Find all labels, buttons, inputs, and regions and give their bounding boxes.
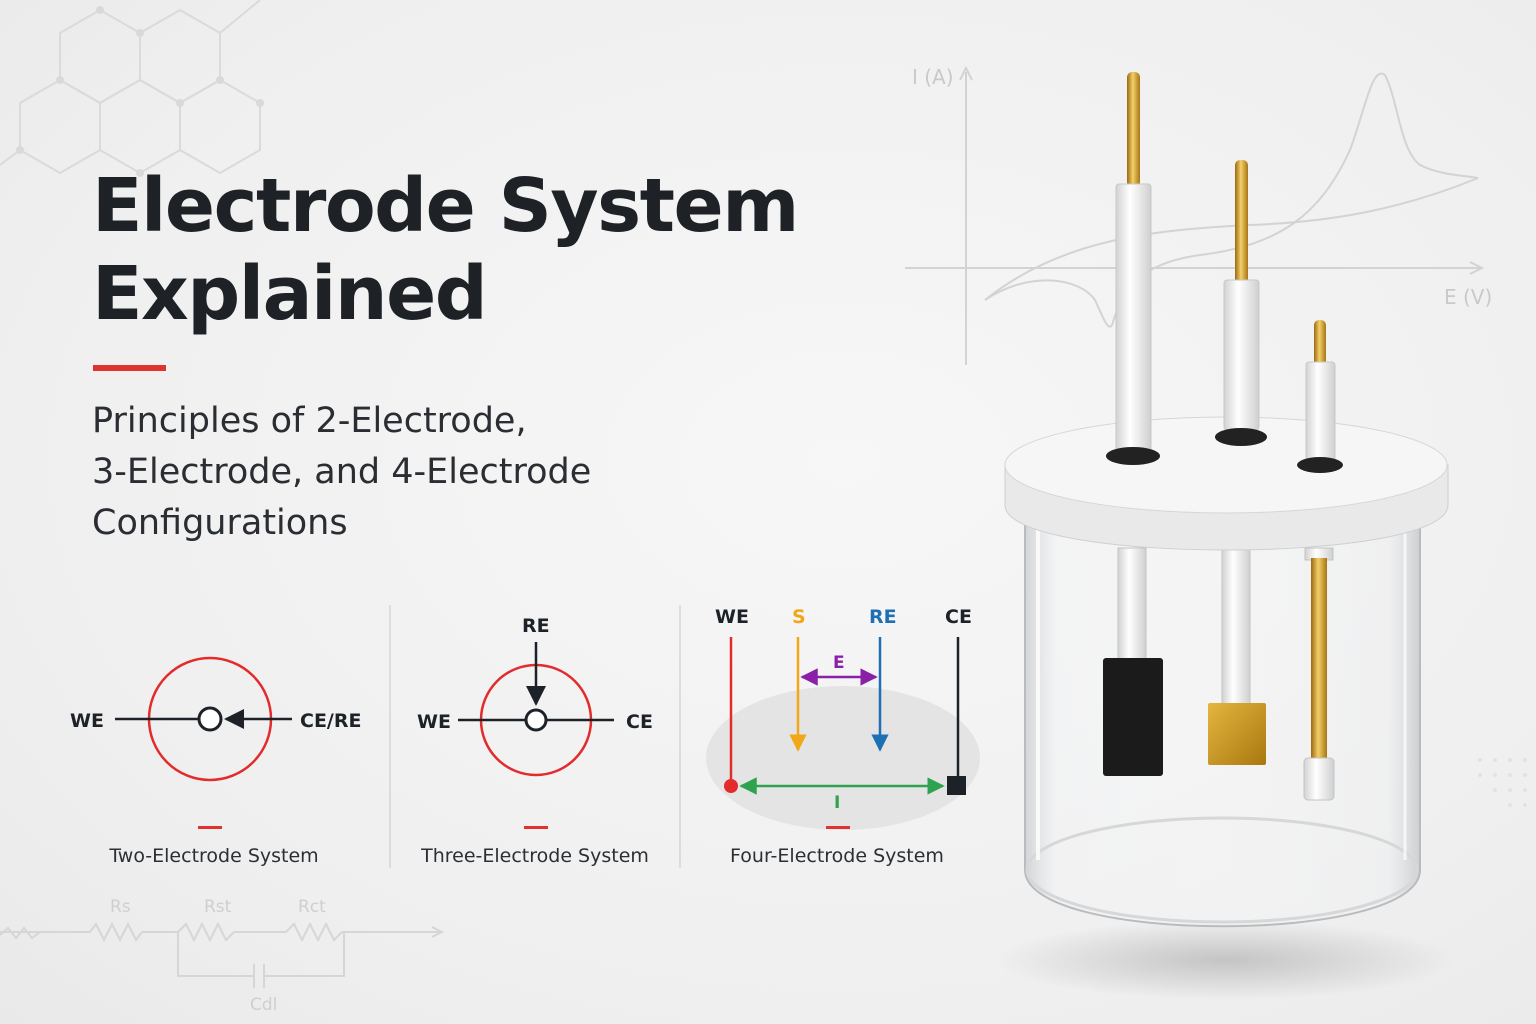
i-label: I <box>834 793 840 813</box>
molecule-hexagon-decoration <box>0 0 261 175</box>
ce-label: CE <box>626 711 653 733</box>
caption-accent <box>826 826 850 829</box>
subtitle-line-3: Configurations <box>92 503 348 543</box>
reference-electrode-immersed <box>1208 547 1266 765</box>
four-electrode-caption: Four-Electrode System <box>730 845 944 867</box>
cv-y-axis-label: I (A) <box>912 65 954 89</box>
title-accent-bar <box>93 365 166 371</box>
s-label: S <box>792 606 806 628</box>
we-label: WE <box>70 710 104 732</box>
electrode-diagrams: WE CE/RE WE CE RE WE S RE CE E I <box>70 605 980 868</box>
circuit-label-rct: Rct <box>298 897 326 917</box>
we-label: WE <box>715 606 749 628</box>
caption-accent <box>198 826 222 829</box>
cv-plot-decoration <box>905 65 1485 365</box>
three-electrode-diagram: WE CE RE <box>417 615 653 829</box>
e-label: E <box>833 653 845 673</box>
subtitle-line-1: Principles of 2-Electrode, <box>92 401 527 441</box>
circuit-label-rst: Rst <box>204 897 232 917</box>
title-line-1: Electrode System <box>92 163 799 249</box>
title-line-2: Explained <box>92 251 488 337</box>
electrode-node <box>197 706 223 732</box>
cell-shadow <box>1000 920 1455 1000</box>
four-electrode-diagram: WE S RE CE E I <box>706 606 980 830</box>
counter-electrode-rod <box>1297 320 1343 473</box>
re-label: RE <box>522 615 550 637</box>
ce-label: CE <box>945 606 972 628</box>
equivalent-circuit-decoration <box>0 921 445 988</box>
counter-electrode-immersed <box>1303 547 1335 801</box>
electrode-node <box>524 708 548 732</box>
page-title: Electrode System Explained <box>92 162 799 338</box>
reference-electrode-rod <box>1215 160 1267 446</box>
circuit-label-cdl: Cdl <box>250 995 277 1015</box>
ce-terminal <box>947 776 966 795</box>
caption-accent <box>524 826 548 829</box>
three-electrode-caption: Three-Electrode System <box>421 845 649 867</box>
working-electrode-rod <box>1106 72 1160 465</box>
two-electrode-caption: Two-Electrode System <box>109 845 319 867</box>
electrochemical-cell-illustration <box>1000 72 1455 1000</box>
we-terminal <box>724 779 738 793</box>
subtitle-line-2: 3-Electrode, and 4-Electrode <box>92 452 592 492</box>
ce-re-label: CE/RE <box>300 710 361 732</box>
circuit-label-rs: Rs <box>110 897 131 917</box>
we-label: WE <box>417 711 451 733</box>
subtitle: Principles of 2-Electrode, 3-Electrode, … <box>92 396 712 549</box>
cv-x-axis-label: E (V) <box>1444 285 1492 309</box>
re-label: RE <box>869 606 897 628</box>
electrolyte-region <box>706 686 980 830</box>
working-electrode-immersed <box>1103 547 1163 776</box>
dot-pattern-decoration <box>1478 758 1527 807</box>
two-electrode-diagram: WE CE/RE <box>70 656 361 829</box>
